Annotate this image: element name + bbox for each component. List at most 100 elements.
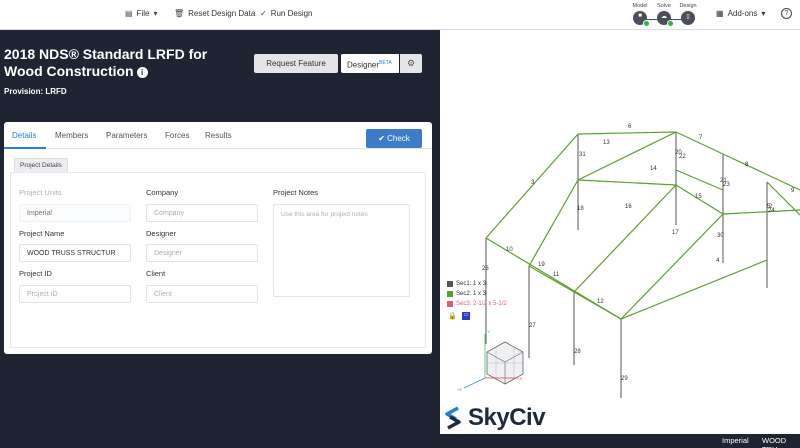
client-input[interactable]: Client bbox=[146, 285, 258, 303]
member-label: 23 bbox=[723, 182, 730, 188]
beta-badge: BETA bbox=[379, 60, 392, 66]
truss-member bbox=[577, 131, 677, 181]
top-toolbar: ▤ File ▾ 🗑 Reset Design Data ✓ Run Desig… bbox=[0, 0, 800, 30]
workflow-solve[interactable]: Solve ☁ bbox=[654, 3, 674, 27]
designer-button[interactable]: DesignerBETA bbox=[341, 54, 399, 73]
cloud-icon: ☁ bbox=[657, 11, 674, 27]
member-label: 21 bbox=[720, 178, 727, 184]
member-label: 17 bbox=[672, 230, 679, 236]
reset-design-data-label: Reset Design Data bbox=[188, 9, 256, 18]
chevron-down-icon: ▾ bbox=[761, 9, 766, 18]
legend-swatch bbox=[447, 281, 453, 287]
truss-member bbox=[722, 209, 800, 215]
model-icon: ■ bbox=[633, 11, 650, 27]
member-label: 11 bbox=[553, 272, 560, 278]
addons-label: Add-ons bbox=[727, 9, 758, 18]
settings-gear-icon[interactable]: ⚙ bbox=[400, 54, 422, 73]
tab-forces[interactable]: Forces bbox=[165, 131, 190, 140]
document-icon: ▯ bbox=[681, 11, 695, 25]
member-label: 19 bbox=[538, 262, 545, 268]
check-button[interactable]: ✔ Check bbox=[366, 129, 422, 148]
member-label: 16 bbox=[625, 204, 632, 210]
truss-member bbox=[620, 259, 768, 320]
member-label: 13 bbox=[603, 140, 610, 146]
member-label: 6 bbox=[628, 124, 632, 130]
company-input[interactable]: Company bbox=[146, 204, 258, 222]
member-label: 30 bbox=[717, 233, 724, 239]
tab-parameters[interactable]: Parameters bbox=[106, 131, 148, 140]
truss-member bbox=[722, 153, 800, 191]
tab-results[interactable]: Results bbox=[205, 131, 232, 140]
project-units-field: Imperial bbox=[19, 204, 131, 222]
page-title: 2018 NDS® Standard LRFD for Wood Constru… bbox=[4, 46, 244, 80]
view-cube-icon[interactable]: +Y +X +Z bbox=[457, 329, 524, 392]
project-name-input[interactable]: WOOD TRUSS STRUCTUR bbox=[19, 244, 131, 262]
addons-menu[interactable]: ▦ Add-ons ▾ bbox=[716, 9, 765, 18]
units-status[interactable]: Imperial bbox=[722, 436, 749, 445]
run-design-label: Run Design bbox=[270, 9, 313, 18]
member-label: 9 bbox=[791, 188, 795, 194]
truss-member bbox=[675, 184, 724, 215]
member-label: 20 bbox=[675, 150, 682, 156]
tab-bar: Details Members Parameters Forces Result… bbox=[4, 122, 432, 149]
provision-label: Provision: LRFD bbox=[4, 87, 67, 96]
chevron-down-icon: ▾ bbox=[153, 9, 158, 18]
member-label: 12 bbox=[597, 299, 604, 305]
member-label: 26 bbox=[482, 266, 489, 272]
member-label: 29 bbox=[621, 376, 628, 382]
member-label: 22 bbox=[679, 154, 686, 160]
project-status: WOOD TRU bbox=[762, 436, 787, 448]
file-menu[interactable]: ▤ File ▾ bbox=[125, 9, 157, 18]
legend-item: Sec2: 1 x 3 bbox=[447, 289, 507, 299]
request-feature-button[interactable]: Request Feature bbox=[254, 54, 338, 73]
legend-item: Sec1: 1 x 3 bbox=[447, 279, 507, 289]
member-label: 31 bbox=[579, 152, 586, 158]
member-label: 4 bbox=[716, 258, 720, 264]
tab-members[interactable]: Members bbox=[55, 131, 89, 140]
svg-text:+Z: +Z bbox=[457, 387, 462, 392]
workflow-design[interactable]: Design ▯ bbox=[678, 3, 698, 25]
reset-design-data-button[interactable]: 🗑 Reset Design Data bbox=[174, 9, 255, 18]
tab-details[interactable]: Details bbox=[12, 131, 37, 140]
truss-member bbox=[577, 131, 677, 135]
help-icon[interactable]: ? bbox=[781, 8, 792, 19]
member-label: 5 bbox=[767, 204, 771, 210]
member-label: 14 bbox=[650, 166, 657, 172]
section-legend: Sec1: 1 x 3 Sec2: 1 x 3 Sec3: 2-1/2 x 5-… bbox=[447, 279, 507, 309]
file-menu-label: File bbox=[136, 9, 150, 18]
check-badge-icon bbox=[667, 20, 674, 27]
project-details-tab[interactable]: Project Details bbox=[14, 158, 68, 172]
svg-text:+X: +X bbox=[517, 376, 522, 381]
page-title-text: 2018 NDS® Standard LRFD for Wood Constru… bbox=[4, 46, 208, 79]
member-label: 7 bbox=[699, 135, 703, 141]
run-design-button[interactable]: ✓ Run Design bbox=[260, 9, 313, 18]
card-icon[interactable]: ▭ bbox=[461, 312, 471, 320]
member-label: 24 bbox=[768, 208, 775, 214]
legend-item: Sec3: 2-1/2 x 5-1/2 bbox=[447, 299, 507, 309]
details-card: Details Members Parameters Forces Result… bbox=[4, 122, 432, 354]
company-label: Company bbox=[146, 188, 179, 197]
member-label: 28 bbox=[574, 349, 581, 355]
check-badge-icon bbox=[643, 20, 650, 27]
designer-label: Designer bbox=[347, 60, 380, 70]
member-label: 2 bbox=[769, 204, 773, 210]
project-id-input[interactable]: Project ID bbox=[19, 285, 131, 303]
project-notes-textarea[interactable]: Use this area for project notes bbox=[273, 204, 410, 297]
truss-member bbox=[675, 131, 724, 155]
project-name-label: Project Name bbox=[19, 229, 65, 238]
legend-label: Sec2: 1 x 3 bbox=[456, 291, 487, 297]
workflow-solve-label: Solve bbox=[657, 3, 671, 9]
project-details-form: Project Units Imperial Company Company P… bbox=[10, 172, 426, 348]
member-label: 10 bbox=[506, 247, 513, 253]
svg-text:+Y: +Y bbox=[485, 329, 490, 334]
grid-icon: ▦ bbox=[716, 9, 724, 18]
info-icon[interactable]: i bbox=[136, 67, 148, 78]
lock-icon[interactable]: 🔒 bbox=[448, 313, 457, 320]
designer-input[interactable]: Designer bbox=[146, 244, 258, 262]
workflow-model[interactable]: Model ■ bbox=[630, 3, 650, 27]
skyciv-mark-icon bbox=[445, 406, 461, 430]
file-icon: ▤ bbox=[125, 9, 133, 18]
truss-member bbox=[573, 184, 677, 293]
